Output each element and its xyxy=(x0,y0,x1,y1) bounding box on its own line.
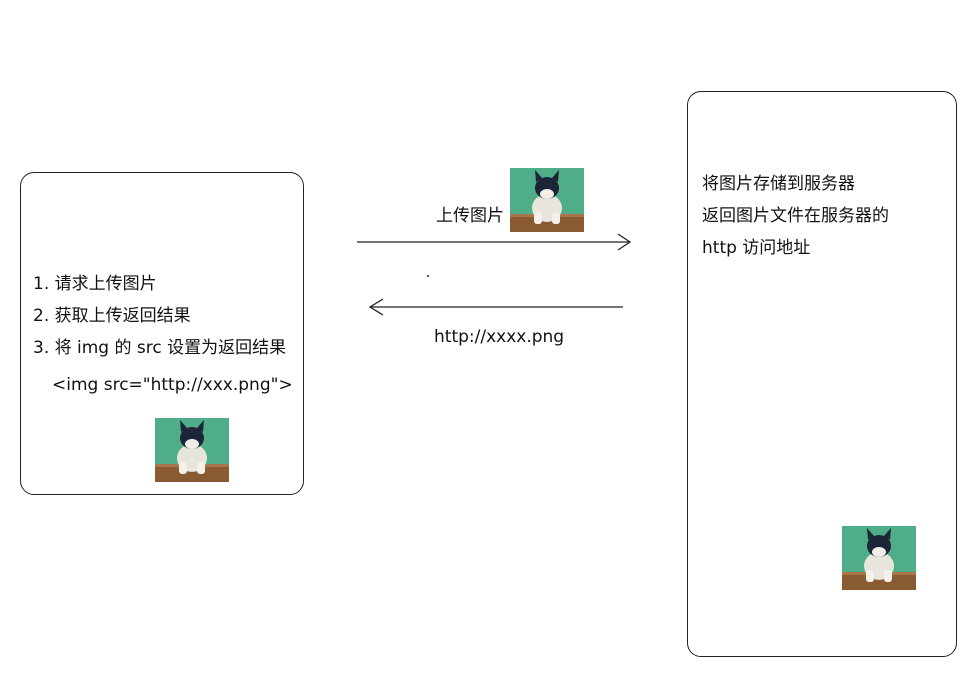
client-step-2: 2. 获取上传返回结果 xyxy=(33,306,191,326)
client-step-1: 1. 请求上传图片 xyxy=(33,274,157,294)
server-line-1: 将图片存储到服务器 xyxy=(702,174,855,194)
upload-arrow xyxy=(357,233,632,251)
cat-photo-upload xyxy=(510,168,584,232)
client-img-tag-code: <img src="http://xxx.png"> xyxy=(52,375,293,395)
cat-photo-client xyxy=(155,418,229,482)
response-url-label: http://xxxx.png xyxy=(434,327,565,347)
server-line-2: 返回图片文件在服务器的 xyxy=(702,206,889,226)
server-line-3: http 访问地址 xyxy=(702,238,811,258)
response-arrow xyxy=(368,298,623,316)
cat-photo-server xyxy=(842,526,916,590)
stray-dot xyxy=(427,275,429,277)
upload-label: 上传图片 xyxy=(436,206,504,226)
client-step-3: 3. 将 img 的 src 设置为返回结果 xyxy=(33,338,287,358)
